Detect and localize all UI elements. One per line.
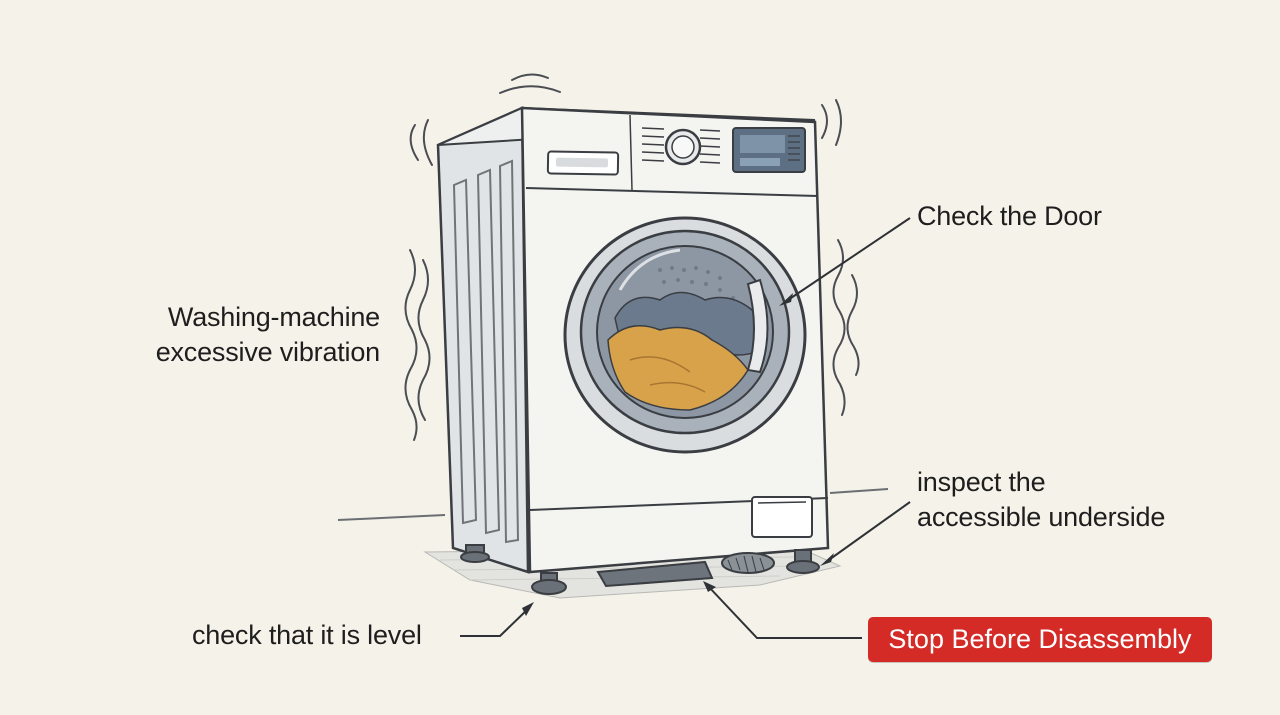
stop-arrow: [707, 585, 862, 639]
level-arrow: [460, 606, 531, 637]
filter-cover: [751, 496, 813, 538]
underside-components: [596, 552, 775, 588]
control-knob: [641, 127, 721, 166]
door-arrow: [784, 217, 911, 303]
door-label: Check the Door: [917, 201, 1102, 231]
door-handle: [746, 278, 769, 374]
callout-arrows: [460, 217, 911, 639]
leveling-feet: [460, 544, 820, 595]
arrowheads: [522, 293, 834, 616]
vibration-label-line-1: Washing-machine: [167, 302, 380, 332]
underside-label-line-1: inspect the: [917, 467, 1046, 497]
stop-badge: Stop Before Disassembly: [868, 617, 1212, 662]
side-ribs: [452, 159, 520, 544]
floor-line-right: [829, 488, 889, 494]
vibration-label: Washing-machine excessive vibration: [100, 300, 381, 370]
level-label: check that it is level: [192, 620, 422, 650]
floor-line-left: [337, 514, 446, 521]
underside-label-line-2: accessible underside: [917, 502, 1166, 532]
underside-label: inspect the accessible underside: [917, 465, 1165, 535]
underside-arrow: [825, 501, 911, 563]
display-panel: [732, 127, 806, 173]
vibration-marks: [404, 73, 860, 441]
door: [563, 216, 807, 454]
vibration-label-line-2: excessive vibration: [155, 337, 381, 367]
